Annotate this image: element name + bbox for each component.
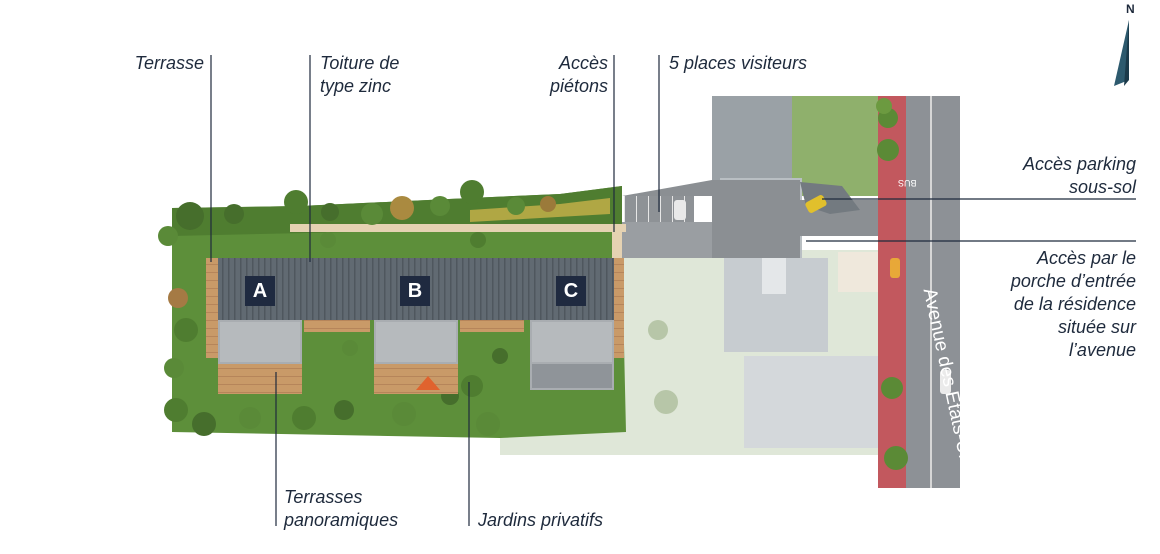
building-b-label: B [400,276,430,306]
compass-needle-icon [1114,20,1129,86]
label-jardins-privatifs: Jardins privatifs [478,510,604,530]
trees [158,180,678,436]
white-car [940,370,951,394]
parked-car [674,200,686,220]
label-acces-pietons: Accès piétons [549,53,608,96]
parasol [416,376,440,390]
bus-lane-marking: BUS [898,178,917,188]
label-places-visiteurs: 5 places visiteurs [669,53,808,73]
building-a-label: A [245,276,275,306]
pedestrian-path [290,224,626,232]
building-c-label: C [556,276,586,306]
label-terrasses-panoramiques: Terrasses panoramiques [284,487,399,530]
terrace-a [218,364,302,394]
compass-north-label: N [1126,2,1135,16]
building-a [206,258,370,394]
leader-lines [210,55,1136,526]
label-terrasse: Terrasse [134,53,204,73]
access-road [622,180,890,258]
building-b [338,258,524,394]
terrace-b [374,364,458,394]
orange-car [890,258,900,278]
street [876,96,960,488]
yellow-car [805,195,827,213]
label-toiture-zinc: Toiture de type zinc [320,53,400,96]
label-acces-porche: Accès par le porche d’entrée de la résid… [1010,248,1136,360]
label-acces-parking: Accès parking sous-sol [1022,154,1136,197]
